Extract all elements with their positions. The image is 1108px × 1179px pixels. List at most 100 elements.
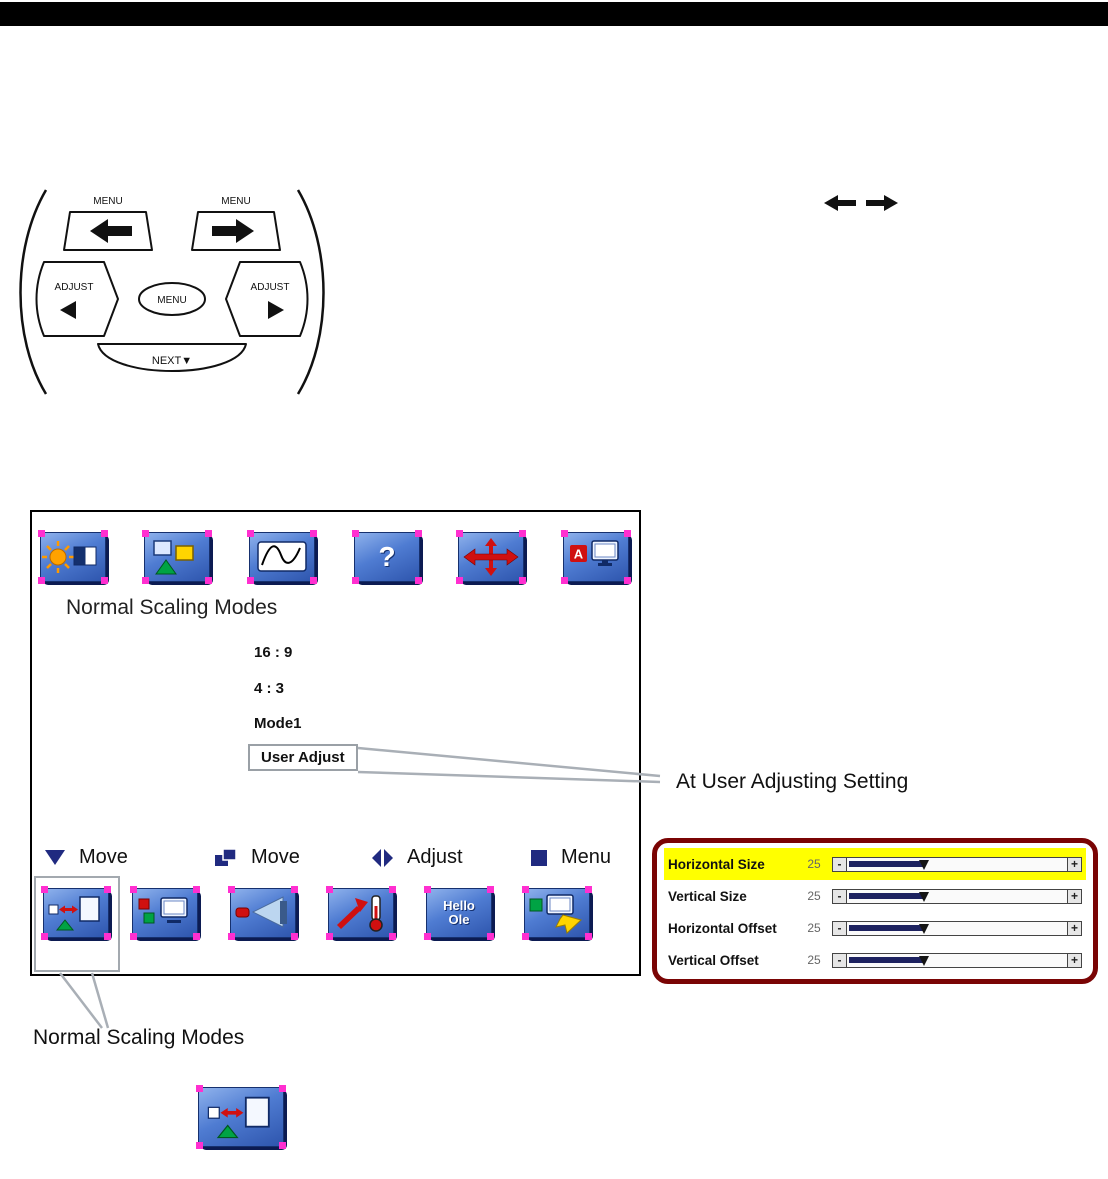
help-icon[interactable]: ? <box>352 530 422 584</box>
pad-left-outline <box>19 189 48 395</box>
adjust-left-label: ADJUST <box>55 282 94 293</box>
menu-center-label: MENU <box>157 295 186 306</box>
legend-move-page: Move <box>214 846 300 869</box>
menu-item-user-adjust[interactable]: User Adjust <box>248 744 358 771</box>
horizontal-offset-slider[interactable]: - + <box>832 920 1082 937</box>
adjust-row-horizontal-offset: Horizontal Offset 25 - + <box>664 912 1086 944</box>
brightness-contrast-glyph <box>42 541 97 573</box>
row-value: 25 <box>807 857 821 871</box>
plus-button[interactable]: + <box>1067 920 1082 936</box>
pad-right-outline <box>296 189 325 395</box>
diamond-adjust-icon <box>372 848 393 867</box>
vertical-offset-slider[interactable]: - + <box>832 952 1082 969</box>
legend-move-down: Move <box>44 846 128 869</box>
slider-track[interactable] <box>847 920 1067 936</box>
right-arrow-icon <box>866 195 898 211</box>
minus-button[interactable]: - <box>832 952 847 968</box>
scaling-mode-icon[interactable] <box>41 886 111 940</box>
temperature-icon[interactable] <box>326 886 396 940</box>
next-button[interactable] <box>97 343 247 372</box>
vertical-size-slider[interactable]: - + <box>832 888 1082 905</box>
row-label: Vertical Size <box>668 888 747 904</box>
user-adjust-panel: Horizontal Size 25 - + Vertical Size 25 … <box>652 838 1098 984</box>
slider-fill <box>849 923 929 934</box>
slider-fill <box>849 859 929 870</box>
square-icon <box>531 849 547 866</box>
horizontal-size-slider[interactable]: - + <box>832 856 1082 873</box>
projector-lamp-glyph <box>235 896 287 928</box>
position-glyph <box>153 540 194 575</box>
slider-fill <box>849 891 929 902</box>
plus-button[interactable]: + <box>1067 888 1082 904</box>
position-icon[interactable] <box>142 530 212 584</box>
slider-fill <box>849 955 929 966</box>
legend-adjust: Adjust <box>372 846 463 869</box>
user-adjust-callout-label: At User Adjusting Setting <box>676 770 909 793</box>
legend-label: Menu <box>561 846 612 868</box>
size-arrows-icon[interactable] <box>456 530 526 584</box>
legend-label: Adjust <box>407 846 463 868</box>
osd-title: Normal Scaling Modes <box>66 596 278 619</box>
hello-ole-button[interactable]: Hello Ole <box>424 886 494 940</box>
hello-ole-line1: Hello <box>443 898 475 913</box>
page-stack-icon <box>215 847 237 866</box>
hello-ole-line2: Ole <box>448 912 470 927</box>
osd-window: ? A Normal Scaling Modes 16 : 9 4 : 3 Mo… <box>30 510 641 976</box>
hello-ole-glyph: Hello Ole <box>427 889 491 937</box>
slider-track[interactable] <box>847 856 1067 872</box>
left-arrow-icon <box>824 195 856 211</box>
minus-button[interactable]: - <box>832 888 847 904</box>
menu-right-arrow-icon <box>212 219 254 243</box>
adjust-row-horizontal-size: Horizontal Size 25 - + <box>664 848 1086 880</box>
control-pad: MENU MENU ADJUST ADJUST MENU NEXT▼ <box>19 189 325 395</box>
adjust-row-vertical-size: Vertical Size 25 - + <box>664 880 1086 912</box>
scaling-mode-glyph-large <box>207 1096 270 1139</box>
projector-lamp-icon[interactable] <box>228 886 298 940</box>
scaling-mode-glyph <box>48 896 100 931</box>
size-arrows-glyph <box>463 538 519 576</box>
slider-track[interactable] <box>847 888 1067 904</box>
brightness-contrast-icon[interactable] <box>38 530 108 584</box>
menu-item-mode1[interactable]: Mode1 <box>254 715 302 732</box>
menu-left-arrow-icon <box>90 219 132 243</box>
menu-item-4-3[interactable]: 4 : 3 <box>254 680 285 697</box>
adjust-right-button[interactable] <box>225 261 309 337</box>
geometry-icon[interactable] <box>247 530 317 584</box>
adjust-left-button[interactable] <box>35 261 119 337</box>
plus-button[interactable]: + <box>1067 856 1082 872</box>
selected-icon-outline <box>34 876 120 972</box>
row-label: Horizontal Offset <box>668 920 777 936</box>
row-value: 25 <box>807 889 821 903</box>
slider-track[interactable] <box>847 952 1067 968</box>
color-monitor-icon[interactable] <box>130 886 200 940</box>
temperature-glyph <box>337 895 383 932</box>
exit-glyph <box>529 894 582 934</box>
auto-adjust-glyph: A <box>570 540 619 566</box>
scaling-mode-icon-large <box>196 1085 286 1149</box>
menu-right-label: MENU <box>221 196 250 207</box>
row-value: 25 <box>807 953 821 967</box>
normal-scaling-callout-label: Normal Scaling Modes <box>33 1026 245 1049</box>
adjust-row-vertical-offset: Vertical Offset 25 - + <box>664 944 1086 976</box>
auto-adjust-icon[interactable]: A <box>561 530 631 584</box>
minus-button[interactable]: - <box>832 856 847 872</box>
legend-label: Move <box>251 846 300 868</box>
adjust-right-arrow-icon <box>268 301 284 319</box>
menu-item-16-9[interactable]: 16 : 9 <box>254 644 293 661</box>
adjust-right-label: ADJUST <box>251 282 290 293</box>
auto-glyph-letter: A <box>574 547 584 562</box>
menu-center-button[interactable] <box>138 282 206 316</box>
adjust-left-arrow-icon <box>60 301 76 319</box>
exit-icon[interactable] <box>522 886 592 940</box>
row-value: 25 <box>807 921 821 935</box>
help-glyph: ? <box>378 541 396 572</box>
minus-button[interactable]: - <box>832 920 847 936</box>
top-black-bar <box>0 2 1108 26</box>
next-label: NEXT▼ <box>152 355 192 367</box>
geometry-glyph <box>257 541 307 572</box>
row-label: Horizontal Size <box>668 856 765 872</box>
plus-button[interactable]: + <box>1067 952 1082 968</box>
legend-label: Move <box>79 846 128 868</box>
menu-left-label: MENU <box>93 196 122 207</box>
